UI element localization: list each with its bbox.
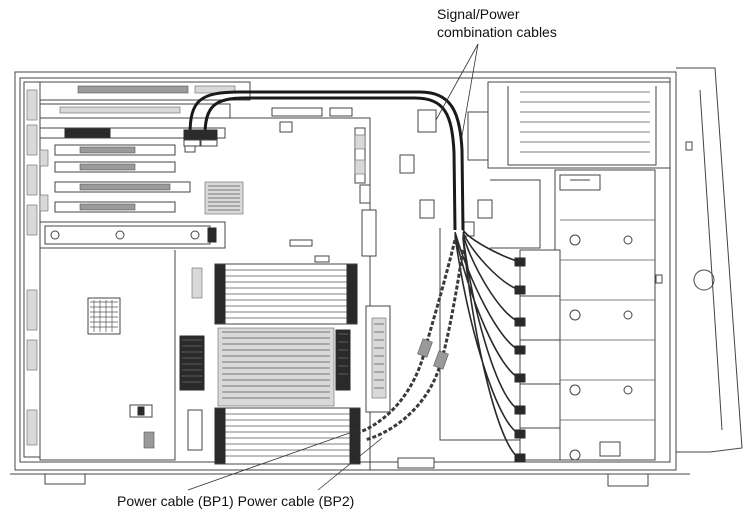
lower-left-board	[39, 250, 205, 461]
signal-power-combination-cables	[183, 90, 526, 463]
callout-signal-power-line1: Signal/Power	[437, 6, 520, 22]
callout-power-bp2: Power cable (BP2)	[237, 493, 355, 509]
chipset-heatsink	[204, 181, 244, 215]
rear-io-panel	[23, 81, 49, 458]
cpu-heatsink	[217, 327, 351, 407]
drive-cage	[467, 81, 671, 461]
power-connector-block	[365, 305, 391, 413]
callout-power-bp1: Power cable (BP1)	[117, 493, 234, 509]
dimm-bank-upper	[214, 263, 358, 325]
dimm-bank-lower	[214, 407, 361, 465]
card-bracket	[39, 221, 226, 249]
callout-leaders	[187, 43, 479, 491]
callout-power-cables: Power cable (BP1) Power cable (BP2)	[117, 493, 354, 510]
top-board-strip	[39, 81, 251, 119]
callout-signal-power-line2: combination cables	[437, 24, 557, 40]
pcie-slots	[39, 127, 226, 213]
chassis	[10, 67, 743, 487]
power-cables-bp1-bp2	[359, 239, 465, 442]
